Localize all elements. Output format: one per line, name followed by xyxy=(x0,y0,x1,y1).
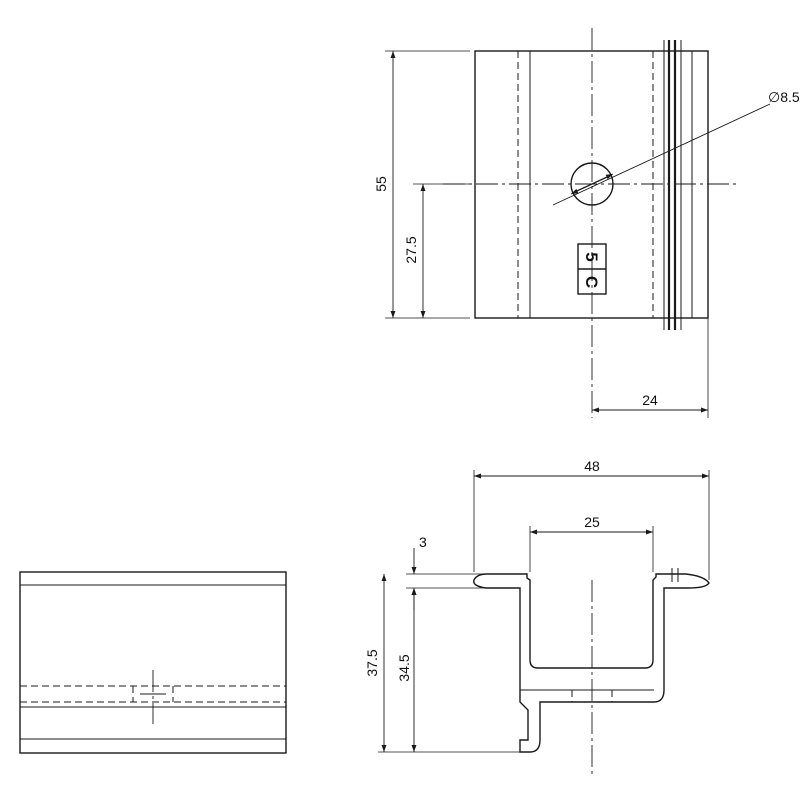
dimension-width-channel: 25 xyxy=(584,514,600,530)
dimension-inner-height: 34.5 xyxy=(396,654,412,681)
dimension-height-total: 55 xyxy=(373,176,389,192)
side-view-outline xyxy=(19,571,287,754)
stamp-mark-upper: 5 xyxy=(582,252,601,261)
dimension-height-hole-center: 27.5 xyxy=(403,236,419,263)
front-view: 48 25 3 37.5 34.5 xyxy=(364,458,710,775)
dimension-width-hole-offset: 24 xyxy=(642,392,658,408)
diameter-leader-line xyxy=(552,103,771,206)
stamp-mark-lower: C xyxy=(582,276,601,288)
side-view xyxy=(19,571,287,754)
profile-outline xyxy=(473,573,710,753)
dimension-hole-diameter: ∅8.5 xyxy=(768,89,800,105)
top-view: 5 C 55 27.5 24 ∅8.5 xyxy=(373,28,800,418)
dimension-profile-height: 37.5 xyxy=(364,649,380,676)
dimension-flange-thickness: 3 xyxy=(419,534,427,550)
mounting-hole xyxy=(570,162,614,206)
top-view-outline xyxy=(474,50,709,319)
dimension-width-total: 48 xyxy=(584,458,600,474)
